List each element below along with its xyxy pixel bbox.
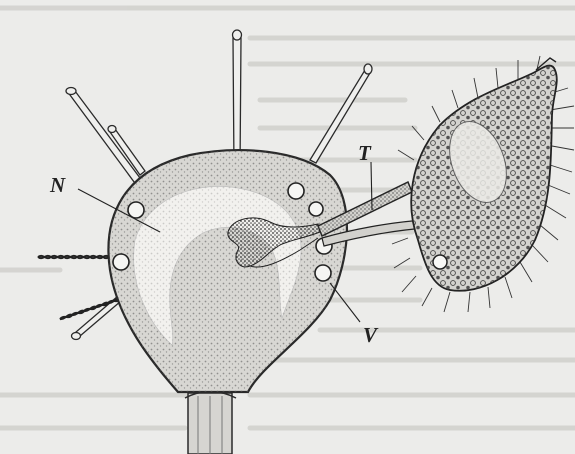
label-tentacle: T bbox=[358, 141, 372, 165]
label-vacuole: V bbox=[363, 323, 379, 347]
prey-ciliate bbox=[392, 56, 574, 312]
label-nucleus: N bbox=[49, 173, 66, 197]
stalk bbox=[185, 392, 236, 454]
